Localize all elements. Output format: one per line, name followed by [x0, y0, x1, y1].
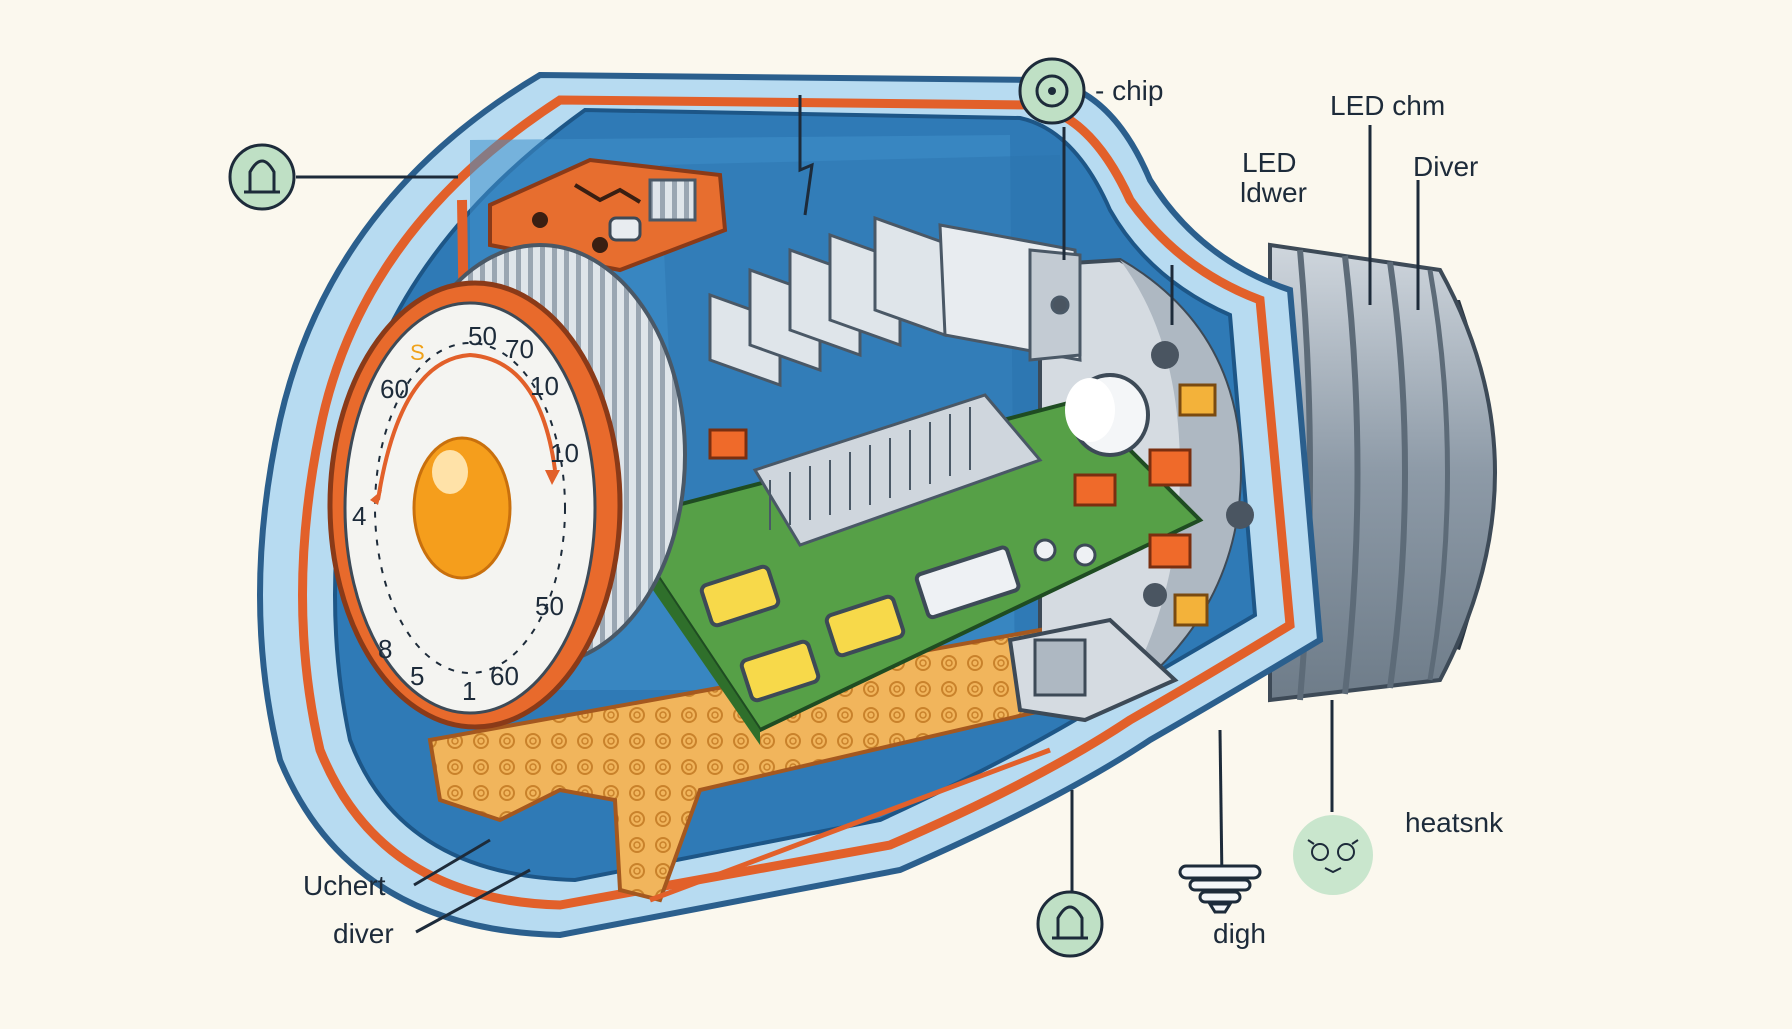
dial-number: 60 — [380, 374, 409, 404]
dial-number: 60 — [490, 661, 519, 691]
dial-number: 8 — [378, 634, 392, 664]
clamp-bracket — [1007, 617, 1179, 723]
dial-number: 1 — [462, 676, 476, 706]
dial-number: 10 — [550, 438, 579, 468]
lightbulb-base-icon — [1178, 864, 1262, 914]
pcb-board — [615, 383, 1217, 745]
callout-lines — [296, 125, 1420, 934]
label-chip: - chip — [1095, 75, 1163, 106]
wire-spark — [798, 95, 814, 216]
heatsink-fins-upper — [708, 215, 1082, 388]
dial-number: 50 — [468, 321, 497, 351]
label-digh: digh — [1213, 918, 1266, 949]
bell-icon — [228, 143, 296, 211]
bulb-orange-rim — [298, 95, 1295, 910]
capacitor — [1065, 373, 1150, 457]
dial-number: 4 — [352, 501, 366, 531]
label-led-ldwer-line2: ldwer — [1240, 177, 1307, 208]
label-uchert: Uchert — [303, 870, 386, 901]
bell-icon — [1036, 890, 1104, 958]
label-led-ldwer-line1: LED — [1242, 147, 1296, 178]
owl-face-icon — [1293, 815, 1373, 895]
target-icon — [1018, 57, 1086, 125]
label-heatsnk: heatsnk — [1405, 807, 1504, 838]
label-led-chm: LED chm — [1330, 90, 1445, 121]
dial-number: 50 — [535, 591, 564, 621]
dial-number: 10 — [530, 371, 559, 401]
dial-accent: S — [410, 340, 425, 365]
label-diver-left: diver — [333, 918, 394, 949]
dial-number: 70 — [505, 334, 534, 364]
label-diver-right: Diver — [1413, 151, 1478, 182]
dial-number: 5 — [410, 661, 424, 691]
dial-gauge: 50 70 10 10 50 60 1 5 8 4 60 S — [327, 280, 623, 730]
